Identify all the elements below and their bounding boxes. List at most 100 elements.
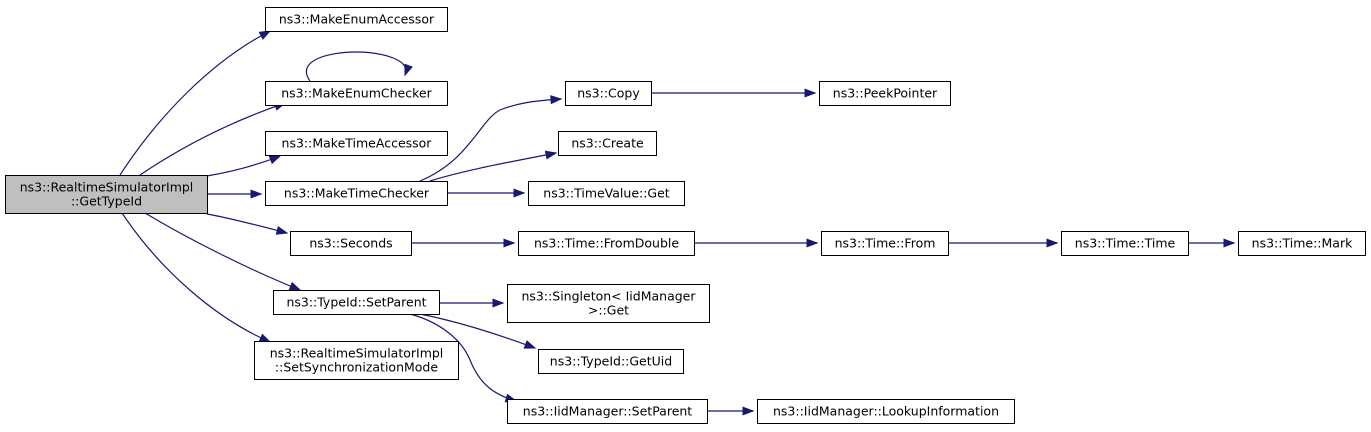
node-typeid-getuid[interactable]: ns3::TypeId::GetUid [538,349,684,374]
node-box [5,175,208,214]
node-label: ns3::RealtimeSimulatorImpl [20,180,194,195]
arrowhead [550,95,563,105]
node-label: ns3::RealtimeSimulatorImpl [270,346,444,361]
node-label: ns3::Seconds [309,236,392,251]
node-label: ns3::Time::From [835,236,936,251]
node-make-enum-checker[interactable]: ns3::MakeEnumChecker [265,81,448,106]
edge-line [139,102,286,176]
arrowhead [1223,238,1236,248]
node-label: ns3::PeekPointer [833,86,938,101]
edge-time-fromdouble-to-time-from [694,238,819,248]
arrowhead [258,333,272,343]
edge-line [429,152,557,182]
edge-time-from-to-time-time [948,238,1059,248]
node-timevalue-get[interactable]: ns3::TimeValue::Get [528,181,685,206]
edge-root-to-set-sync-mode [121,212,272,343]
node-box [265,7,448,32]
arrowhead [404,63,413,77]
edge-line [144,212,301,291]
arrowhead [258,30,272,40]
edge-root-to-make-time-accessor [206,155,282,177]
node-make-enum-accessor[interactable]: ns3::MakeEnumAccessor [265,7,448,32]
edge-make-time-checker-to-timevalue-get [447,188,526,198]
node-box [757,399,1015,424]
arrowhead [268,155,282,165]
node-box [821,231,949,256]
node-box [273,290,440,315]
node-copy[interactable]: ns3::Copy [565,81,652,106]
node-label: ns3::MakeEnumAccessor [279,12,435,27]
node-make-time-accessor[interactable]: ns3::MakeTimeAccessor [265,131,448,156]
node-box [565,81,652,106]
arrowhead [804,88,817,98]
edge-iidmanager-setparent-to-iidmanager-lookup [707,406,755,416]
node-seconds[interactable]: ns3::Seconds [290,231,412,256]
edge-seconds-to-time-fromdouble [411,238,516,248]
node-time-fromdouble[interactable]: ns3::Time::FromDouble [518,231,695,256]
edge-make-enum-checker-to-make-enum-checker [305,51,413,82]
arrowhead [513,188,526,198]
arrowhead [544,150,558,160]
node-label: ns3::Singleton< IidManager [521,289,696,304]
node-label: >::Get [588,303,629,318]
node-box [1238,231,1366,256]
node-box [254,341,459,380]
arrowhead [523,340,537,349]
node-box [528,181,685,206]
node-set-sync-mode[interactable]: ns3::RealtimeSimulatorImpl::SetSynchroni… [254,341,459,380]
node-label: ns3::MakeEnumChecker [281,86,432,101]
nodes-layer: ns3::RealtimeSimulatorImpl::GetTypeIdns3… [5,7,1366,424]
node-create[interactable]: ns3::Create [558,131,657,156]
node-iidmanager-lookup[interactable]: ns3::IidManager::LookupInformation [757,399,1015,424]
node-label: ns3::TimeValue::Get [543,186,670,201]
node-box [1061,231,1189,256]
edge-typeid-setparent-to-singleton-get [439,298,505,308]
node-time-time[interactable]: ns3::Time::Time [1061,231,1189,256]
edge-root-to-make-enum-checker [139,102,287,176]
edge-root-to-make-time-checker [207,189,263,199]
arrowhead [492,298,505,308]
edge-line [206,213,288,234]
node-iidmanager-setparent[interactable]: ns3::IidManager::SetParent [507,399,708,424]
edge-line [419,98,562,182]
node-box [290,231,412,256]
edge-line [119,30,271,176]
node-box [265,131,448,156]
node-time-from[interactable]: ns3::Time::From [821,231,949,256]
edge-line [409,313,517,402]
edge-time-time-to-time-mark [1188,238,1236,248]
node-box [507,284,710,323]
node-label: ns3::IidManager::SetParent [523,404,693,419]
node-label: ns3::IidManager::LookupInformation [773,404,999,419]
edge-line [305,51,407,82]
edge-typeid-setparent-to-typeid-getuid [419,313,537,349]
node-peekpointer[interactable]: ns3::PeekPointer [819,81,951,106]
arrowhead [806,238,819,248]
edge-line [121,212,271,343]
node-label: ns3::Time::FromDouble [534,236,679,251]
arrowhead [275,225,289,235]
node-typeid-setparent[interactable]: ns3::TypeId::SetParent [273,290,440,315]
node-label: ns3::Copy [577,86,640,101]
arrowhead [1046,238,1059,248]
edge-line [419,313,536,349]
edge-root-to-typeid-setparent [144,212,302,291]
edge-make-time-checker-to-copy [419,95,563,182]
node-label: ns3::TypeId::GetUid [550,354,672,369]
node-box [507,399,708,424]
node-label: ns3::Create [571,136,644,151]
edge-root-to-seconds [206,213,289,235]
node-time-mark[interactable]: ns3::Time::Mark [1238,231,1366,256]
node-make-time-checker[interactable]: ns3::MakeTimeChecker [265,181,448,206]
arrowhead [503,238,516,248]
arrowhead [250,189,263,199]
node-label: ns3::TypeId::SetParent [286,295,426,310]
node-box [558,131,657,156]
edge-make-time-checker-to-create [429,150,558,182]
edge-line [206,155,281,177]
edge-copy-to-peekpointer [651,88,817,98]
node-singleton-get[interactable]: ns3::Singleton< IidManager>::Get [507,284,710,323]
edge-root-to-make-enum-accessor [119,30,272,176]
node-root[interactable]: ns3::RealtimeSimulatorImpl::GetTypeId [5,175,208,214]
